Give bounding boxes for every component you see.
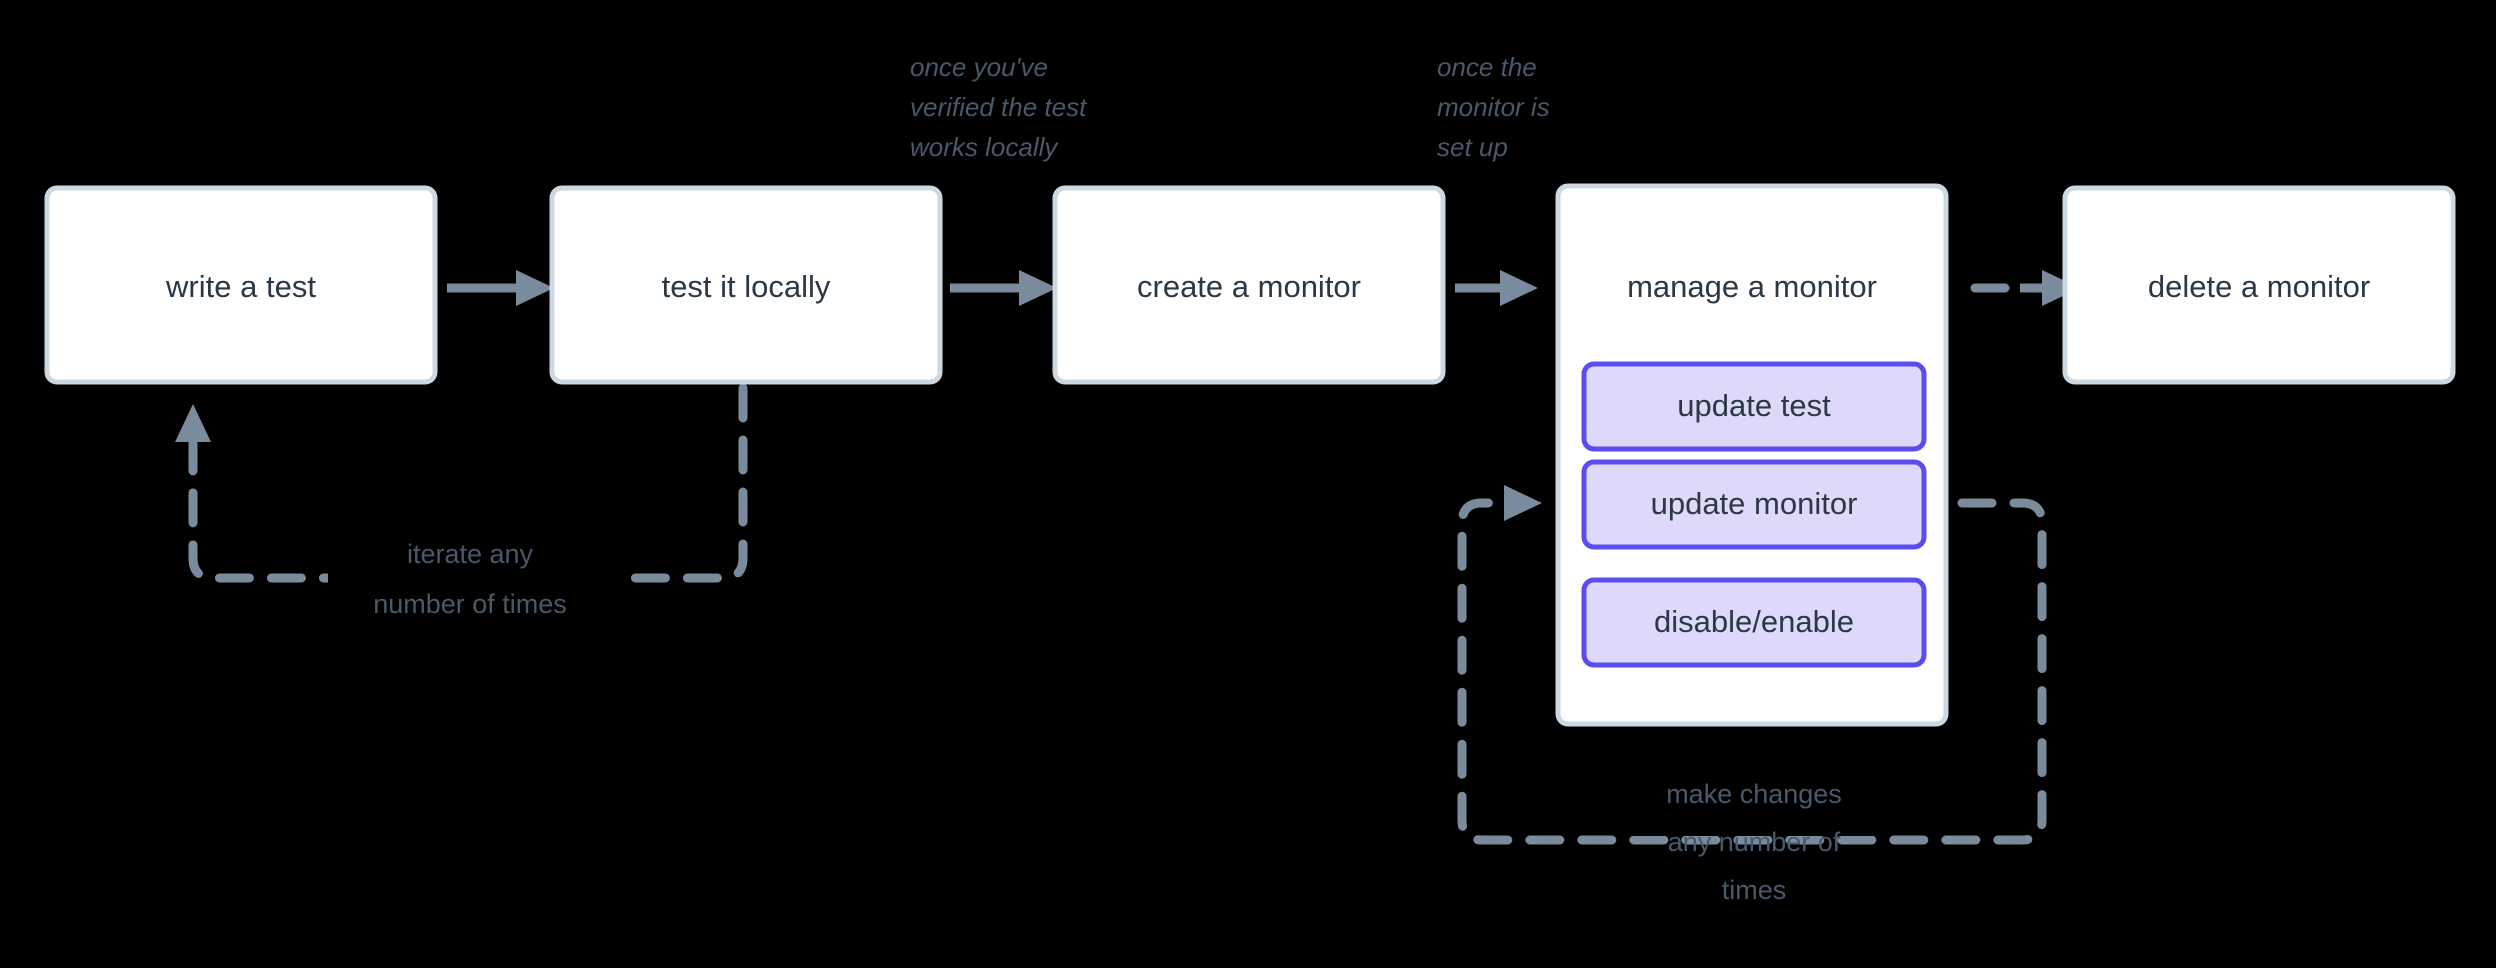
edge-note-monitor-set-up: once the monitor is set up (1437, 52, 1550, 162)
loop-label-make-changes-line-2: any number of (1668, 827, 1841, 857)
node-label-write-a-test: write a test (165, 269, 316, 304)
sub-node-label-update-monitor: update monitor (1651, 486, 1858, 521)
edge-note-monitor-set-up-line-2: monitor is (1437, 92, 1550, 122)
edge-create-to-manage (1455, 270, 1538, 306)
sub-node-label-update-test: update test (1677, 388, 1831, 423)
edge-write-to-test (447, 270, 554, 306)
loop-label-make-changes-line-3: times (1722, 875, 1787, 905)
edge-test-to-create (950, 270, 1057, 306)
node-test-it-locally[interactable]: test it locally (549, 185, 943, 385)
loop-label-make-changes-line-1: make changes (1666, 779, 1842, 809)
loop-label-iterate-line-1: iterate any (407, 539, 534, 569)
node-delete-a-monitor[interactable]: delete a monitor (2062, 185, 2456, 385)
sub-node-update-test[interactable]: update test (1581, 361, 1927, 452)
edge-make-changes-loop (1457, 485, 2047, 845)
node-label-manage-a-monitor: manage a monitor (1627, 269, 1877, 304)
loop-label-iterate: iterate any number of times (328, 535, 620, 621)
node-write-a-test[interactable]: write a test (44, 185, 438, 385)
loop-label-iterate-line-2: number of times (373, 589, 567, 619)
loop-label-make-changes: make changes any number of times (1626, 772, 1882, 905)
node-create-a-monitor[interactable]: create a monitor (1052, 185, 1446, 385)
node-manage-a-monitor[interactable]: manage a monitor update test update moni… (1555, 183, 1949, 727)
edge-note-monitor-set-up-line-3: set up (1437, 132, 1508, 162)
edge-note-verified-line-3: works locally (910, 132, 1059, 162)
node-label-delete-a-monitor: delete a monitor (2148, 269, 2370, 304)
sub-node-label-disable-enable: disable/enable (1654, 604, 1854, 639)
edge-note-verified-line-1: once you've (910, 52, 1048, 82)
node-label-create-a-monitor: create a monitor (1137, 269, 1361, 304)
edge-note-verified: once you've verified the test works loca… (910, 52, 1088, 162)
sub-node-update-monitor[interactable]: update monitor (1581, 459, 1927, 550)
edge-note-verified-line-2: verified the test (910, 92, 1088, 122)
node-label-test-it-locally: test it locally (662, 269, 831, 304)
edge-iterate-loop (175, 383, 748, 583)
edge-note-monitor-set-up-line-1: once the (1437, 52, 1537, 82)
sub-node-disable-enable[interactable]: disable/enable (1581, 577, 1927, 668)
edge-manage-to-delete (1970, 270, 2080, 306)
